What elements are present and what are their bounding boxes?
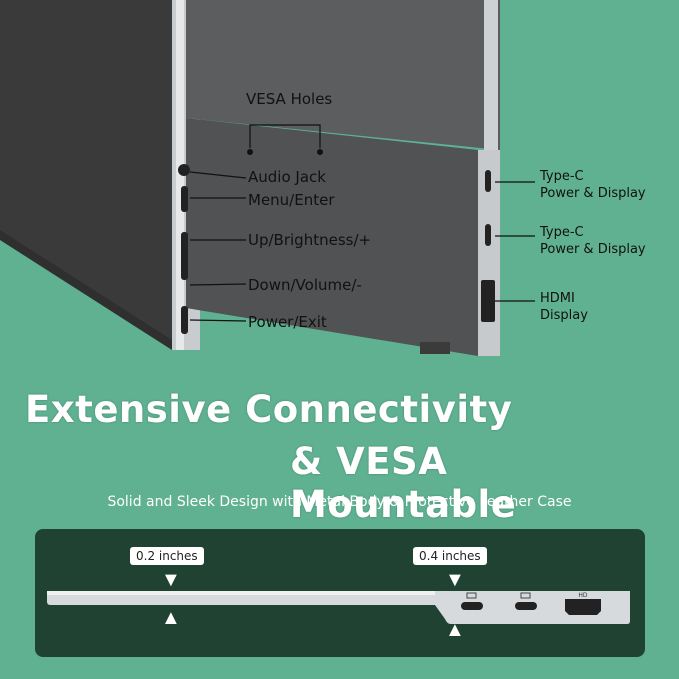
arrow-up-icon: ▲ bbox=[161, 607, 181, 629]
hdmi-port bbox=[481, 280, 495, 322]
arrow-down-icon: ▼ bbox=[445, 569, 465, 591]
side-profile-drawing: HD bbox=[47, 591, 630, 624]
up-button bbox=[181, 232, 188, 280]
side-typec-port-2 bbox=[515, 602, 537, 610]
up-brightness-label: Up/Brightness/+ bbox=[248, 231, 372, 249]
audio-jack-label: Audio Jack bbox=[248, 168, 326, 186]
hd-marking: HD bbox=[578, 592, 588, 599]
audio-jack-port bbox=[178, 164, 190, 176]
vesa-hole-left bbox=[247, 149, 253, 155]
down-volume-label: Down/Volume/- bbox=[248, 276, 362, 294]
power-exit-label: Power/Exit bbox=[248, 313, 327, 331]
menu-enter-label: Menu/Enter bbox=[248, 191, 335, 209]
monitor-back-panel bbox=[186, 0, 500, 150]
hdmi-title: HDMI bbox=[540, 291, 575, 306]
monitor-illustration bbox=[0, 0, 535, 356]
thick-edge-label: 0.4 inches bbox=[413, 547, 487, 565]
vesa-hole-right bbox=[317, 149, 323, 155]
arrow-up-icon: ▲ bbox=[445, 619, 465, 641]
side-hdmi-port bbox=[565, 599, 601, 615]
headline-line-2: & VESA Mountable bbox=[290, 440, 517, 526]
typec-2-subtitle: Power & Display bbox=[540, 242, 646, 257]
power-button bbox=[181, 306, 188, 334]
arrow-down-icon: ▼ bbox=[161, 569, 181, 591]
typec-port-2 bbox=[485, 224, 491, 246]
headline-line-1: Extensive Connectivity bbox=[25, 388, 513, 431]
typec-1-title: Type-C bbox=[540, 169, 584, 184]
thin-edge-label: 0.2 inches bbox=[130, 547, 204, 565]
menu-button bbox=[181, 186, 188, 212]
typec-port-1 bbox=[485, 170, 491, 192]
subheadline: Solid and Sleek Design with Metal Body &… bbox=[107, 494, 572, 510]
side-typec-port-1 bbox=[461, 602, 483, 610]
hdmi-subtitle: Display bbox=[540, 308, 588, 323]
typec-2-title: Type-C bbox=[540, 225, 584, 240]
vesa-holes-label: VESA Holes bbox=[246, 90, 333, 108]
typec-1-subtitle: Power & Display bbox=[540, 186, 646, 201]
